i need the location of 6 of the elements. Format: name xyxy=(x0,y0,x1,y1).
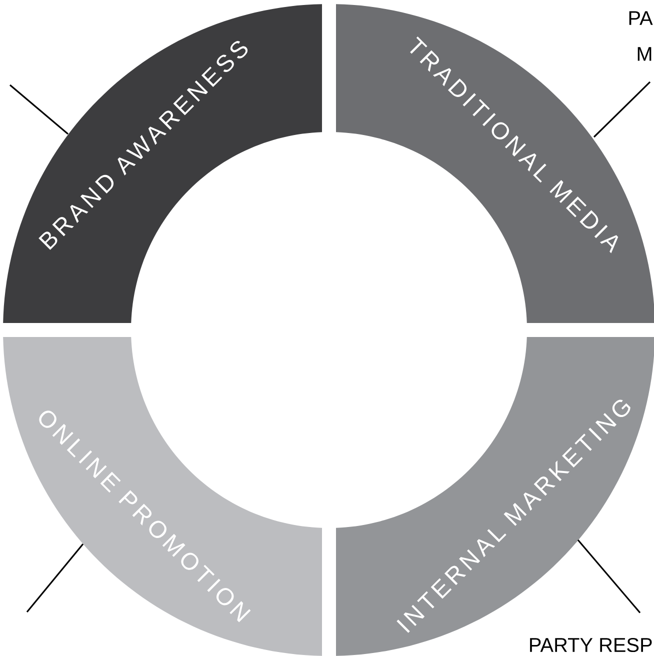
leader-line xyxy=(577,540,641,614)
label-text: PARTY RESP xyxy=(530,638,652,652)
leader-line xyxy=(26,544,84,613)
leader-line xyxy=(9,84,69,135)
leader-line xyxy=(593,81,651,138)
label-text: PA M xyxy=(629,11,653,61)
